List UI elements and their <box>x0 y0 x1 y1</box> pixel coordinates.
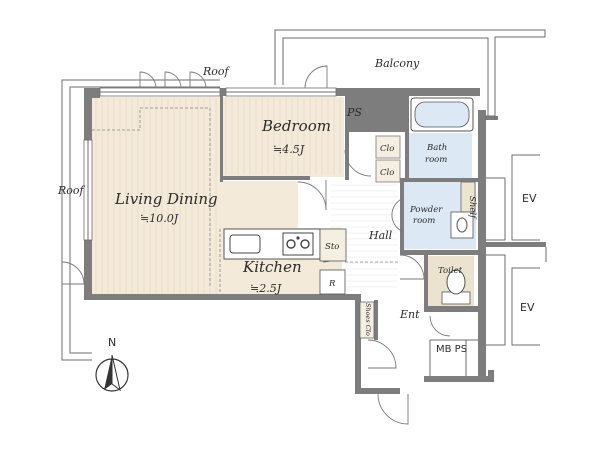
ev-top-label: EV <box>522 192 537 205</box>
entrance-label: Ent <box>399 308 420 321</box>
roof-left-label: Roof <box>57 184 86 197</box>
living-floor-ext <box>220 181 298 228</box>
bath-label-2: room <box>425 155 447 165</box>
shelf-label: Shelf <box>467 196 477 220</box>
roof-outline <box>61 79 220 361</box>
kitchen-size: ≒2.5J <box>250 282 282 295</box>
toilet-label: Toilet <box>438 266 463 276</box>
structure-lines <box>429 115 547 376</box>
shoes-closet-label: Shoes Clo <box>364 303 372 336</box>
balcony-label: Balcony <box>374 57 420 70</box>
bath-label-1: Bath <box>426 143 447 153</box>
mb-ps-label: MB PS <box>436 344 467 355</box>
powder-label-1: Powder <box>409 205 443 215</box>
dashed-lines <box>92 107 400 296</box>
bedroom-label: Bedroom <box>261 117 331 135</box>
hall-label: Hall <box>368 229 393 242</box>
north-label: N <box>108 336 116 349</box>
ev-bottom-label: EV <box>520 301 535 314</box>
refrigerator-label: R <box>328 279 336 289</box>
closet-1 <box>375 135 401 159</box>
north-compass-icon: N <box>95 336 129 392</box>
doors <box>61 65 451 425</box>
closet-2-label: Clo <box>380 168 394 178</box>
stove-icon <box>282 232 314 256</box>
sink-icon <box>229 234 261 254</box>
storage-label: Sto <box>325 242 339 252</box>
toilet-icon <box>446 269 466 295</box>
kitchen-label: Kitchen <box>242 258 302 276</box>
closet-2 <box>375 159 401 183</box>
washbasin-icon <box>450 211 474 239</box>
closet-1-label: Clo <box>380 144 394 154</box>
bedroom-size: ≒4.5J <box>273 143 305 156</box>
bathroom-fixtures <box>359 97 476 339</box>
bath-floor <box>408 133 472 178</box>
roof-top-label: Roof <box>202 65 231 78</box>
living-dining-size: ≒10.0J <box>140 212 179 225</box>
windows <box>83 87 337 241</box>
ps-label: PS <box>346 106 362 119</box>
bedroom-floor <box>222 97 344 177</box>
balcony-outline <box>274 29 546 120</box>
kitchen-counter <box>223 228 347 295</box>
powder-label-2: room <box>413 216 435 226</box>
living-dining-label: Living Dining <box>114 190 218 208</box>
floor-texture <box>95 98 398 294</box>
